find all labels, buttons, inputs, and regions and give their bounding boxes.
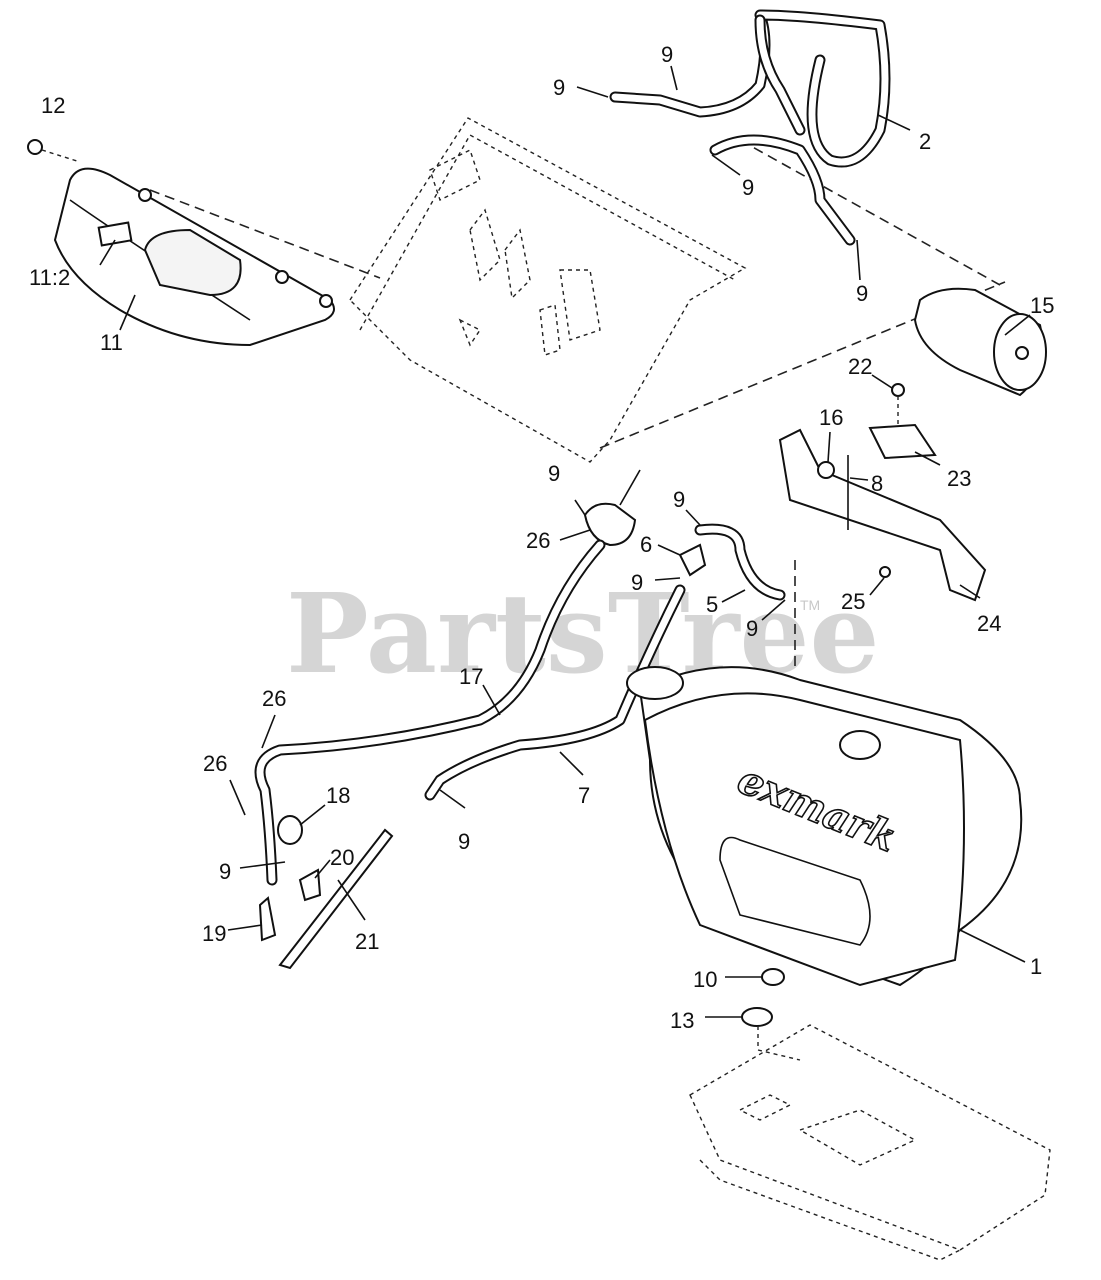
cable-tie	[278, 828, 394, 970]
callout-6: 6	[640, 532, 652, 557]
callout-16: 16	[819, 405, 843, 430]
callout-11: 11	[100, 330, 123, 355]
nut	[891, 383, 905, 397]
guide-line	[739, 139, 1001, 286]
guide-line	[149, 189, 381, 279]
callout-11-2: 11:2	[29, 265, 70, 290]
callout-9: 9	[458, 829, 470, 854]
tie	[619, 469, 641, 506]
hose-clamp	[583, 502, 637, 547]
panel-cover	[53, 167, 335, 347]
hose-assembly	[609, 9, 891, 246]
guide-line	[599, 281, 1006, 449]
callout-7: 7	[578, 783, 590, 808]
callout-9: 9	[673, 487, 685, 512]
watermark-trademark: TM	[800, 597, 820, 613]
callout-25: 25	[841, 589, 865, 614]
callout-17: 17	[459, 664, 483, 689]
callout-23: 23	[947, 466, 971, 491]
base-plate	[689, 1024, 1051, 1261]
guide-line	[41, 149, 81, 163]
callout-24: 24	[977, 611, 1001, 636]
callout-26: 26	[262, 686, 286, 711]
leader-lines	[99, 65, 1031, 1018]
charcoal-canister	[913, 287, 1047, 397]
bolt	[27, 139, 43, 155]
callout-1: 1	[1030, 954, 1042, 979]
callout-19: 19	[202, 921, 226, 946]
callout-9: 9	[219, 859, 231, 884]
callout-9: 9	[631, 570, 643, 595]
callout-10: 10	[693, 967, 717, 992]
callout-9: 9	[548, 461, 560, 486]
callout-8: 8	[871, 471, 883, 496]
guide-line	[757, 1026, 801, 1061]
callout-18: 18	[326, 783, 350, 808]
callout-15: 15	[1030, 293, 1054, 318]
grommet	[277, 815, 303, 845]
callout-5: 5	[706, 592, 718, 617]
clamp-bracket	[868, 423, 937, 460]
callout-9: 9	[746, 616, 758, 641]
elbow-fitting	[258, 896, 277, 942]
mount-bracket	[778, 428, 987, 602]
callout-13: 13	[670, 1008, 694, 1033]
callout-22: 22	[848, 354, 872, 379]
callout-9: 9	[742, 175, 754, 200]
callouts: 12 11:2 11 9 9 2 9 9 15 22 16 8 23 25 24…	[29, 42, 1054, 1033]
callout-2: 2	[919, 129, 931, 154]
grommet	[741, 1007, 773, 1027]
rivet	[817, 461, 835, 479]
console-frame	[349, 117, 747, 463]
callout-9: 9	[856, 281, 868, 306]
check-valve	[678, 543, 707, 577]
callout-20: 20	[330, 845, 354, 870]
callout-26: 26	[526, 528, 550, 553]
grommet	[761, 968, 785, 986]
callout-26: 26	[203, 751, 227, 776]
fuel-tank: exmark	[626, 666, 1023, 987]
callout-12: 12	[41, 93, 65, 118]
callout-21: 21	[355, 929, 379, 954]
nut	[879, 566, 891, 578]
callout-9: 9	[661, 42, 673, 67]
callout-9: 9	[553, 75, 565, 100]
